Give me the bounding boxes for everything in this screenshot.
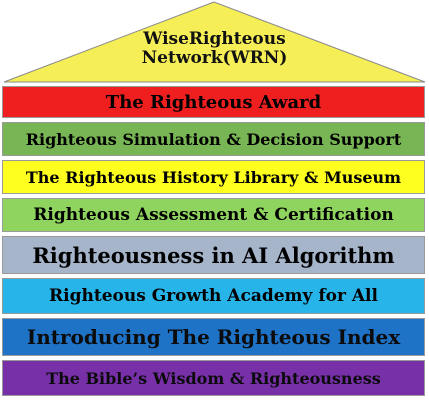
band-history-library-museum: The Righteous History Library & Museum (2, 160, 425, 194)
roof-title-line2: Network(WRN) (141, 48, 288, 68)
band-ai-algorithm: Righteousness in AI Algorithm (2, 236, 425, 274)
band-assessment-certification: Righteous Assessment & Certification (2, 198, 425, 232)
roof-triangle (3, 1, 426, 83)
band-simulation-decision-support: Righteous Simulation & Decision Support (2, 122, 425, 156)
band-bible-wisdom: The Bible’s Wisdom & Righteousness (2, 360, 425, 396)
roof-title-line1: WiseRighteous (143, 29, 286, 49)
roof-title: WiseRighteous Network(WRN) (0, 30, 429, 68)
band-righteous-award: The Righteous Award (2, 86, 425, 118)
band-growth-academy: Righteous Growth Academy for All (2, 278, 425, 314)
band-righteous-index: Introducing The Righteous Index (2, 318, 425, 356)
